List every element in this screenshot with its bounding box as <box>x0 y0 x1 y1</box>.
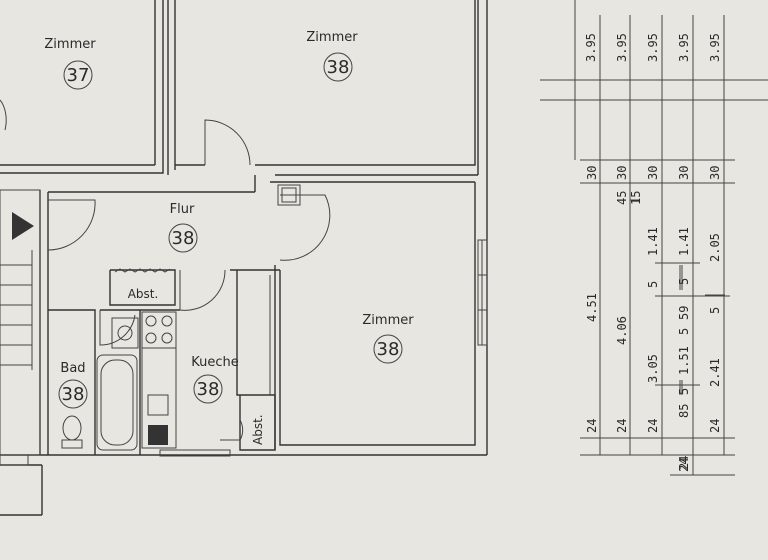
dimension-label: 85 <box>677 404 691 418</box>
room-label: Bad <box>60 361 85 376</box>
dimension-label: 3.95 <box>646 33 660 62</box>
dimension-label: 30 <box>585 166 599 180</box>
dimension-label: 3.95 <box>584 33 598 62</box>
room-number: 38 <box>172 228 195 249</box>
room-number: 38 <box>62 384 85 405</box>
door-zimmer-top <box>204 119 251 166</box>
door-abst-kueche <box>220 419 244 441</box>
sink <box>147 394 169 416</box>
dimension-label: 3.05 <box>646 354 660 383</box>
dimension-label: 3.95 <box>708 33 722 62</box>
room-number: 37 <box>67 65 90 86</box>
room-label: Zimmer <box>306 30 358 45</box>
door-entrance <box>47 199 96 251</box>
dimension-label: 24 <box>677 458 691 472</box>
room-number-circle <box>58 379 88 409</box>
dimension-label: 1.41 <box>677 227 691 256</box>
staircase <box>0 189 41 456</box>
dimension-label: 24 <box>646 419 660 433</box>
abst-flur-box <box>109 269 176 306</box>
dimension-label: 24 <box>585 419 599 433</box>
dimension-label: 45 <box>615 191 629 205</box>
dimension-label: 30 <box>708 166 722 180</box>
dimension-label: 5 <box>708 307 722 314</box>
room-label: Zimmer <box>44 37 96 52</box>
dimension-label: 4.51 <box>585 293 599 322</box>
room-number-circle <box>323 52 353 82</box>
dimension-label: 5 <box>677 278 691 285</box>
wall-bad-top <box>48 309 96 455</box>
room-number: 38 <box>327 57 350 78</box>
wall-kueche-right <box>236 270 240 396</box>
wall-room-38-top-bottom-b <box>255 0 476 166</box>
dimension-label: 2.41 <box>708 358 722 387</box>
dimension-label: 3.95 <box>677 33 691 62</box>
room-number-circle <box>193 374 223 404</box>
dimension-label: 5 <box>677 388 691 395</box>
room-number-circle <box>63 60 93 90</box>
room-labels: Zimmer 37 Zimmer 38 Flur 38 Zimmer 38 Ba… <box>44 30 414 445</box>
doors <box>0 99 331 441</box>
abst-label: Abst. <box>251 414 265 445</box>
dimension-labels: 3.95 3.95 3.95 3.95 3.95 30 4.51 24 30 4… <box>584 33 722 472</box>
window-bottom-left <box>0 454 29 466</box>
dimension-label: 30 <box>677 166 691 180</box>
room-number-circle <box>373 334 403 364</box>
dimension-label: 30 <box>646 166 660 180</box>
dimension-label: 3.95 <box>615 33 629 62</box>
dimension-label: 24 <box>708 419 722 433</box>
room-number-circle <box>168 223 198 253</box>
kitchen-counter <box>141 347 177 449</box>
fridge <box>148 425 168 445</box>
room-number: 38 <box>377 339 400 360</box>
dimension-label: 1.41 <box>646 227 660 256</box>
window-bottom <box>159 449 231 457</box>
dimension-label: 5 <box>646 281 660 288</box>
dimension-label: 30 <box>615 166 629 180</box>
dimension-label: 2.05 <box>708 233 722 262</box>
radiator <box>114 268 171 273</box>
door-zimmer-right <box>279 194 331 261</box>
toilet <box>62 415 82 441</box>
bathtub <box>96 354 138 451</box>
room-label: Kueche <box>191 355 239 370</box>
room-number: 38 <box>197 379 220 400</box>
fixtures <box>61 268 177 451</box>
dimension-label: 59 <box>677 306 691 320</box>
abst-label: Abst. <box>128 287 159 301</box>
dimension-lines <box>540 0 768 476</box>
room-label: Flur <box>170 202 195 217</box>
dimension-label: 5 <box>677 328 691 335</box>
door-room-37 <box>0 99 7 131</box>
washbasin <box>111 317 139 349</box>
dimension-label: 15 <box>629 191 643 205</box>
wall-room-37 <box>0 0 164 174</box>
door-kueche <box>179 269 226 311</box>
stair-direction-arrow-icon <box>12 212 34 240</box>
dimension-label: 24 <box>615 419 629 433</box>
room-label: Zimmer <box>362 313 414 328</box>
door-bad <box>99 310 136 346</box>
wall-zimmer-right <box>279 182 476 446</box>
dimension-label: 4.06 <box>615 316 629 345</box>
dimension-label: 1.51 <box>677 346 691 375</box>
dimension-label: 24 <box>677 456 691 470</box>
abst-kueche-box <box>239 394 276 451</box>
